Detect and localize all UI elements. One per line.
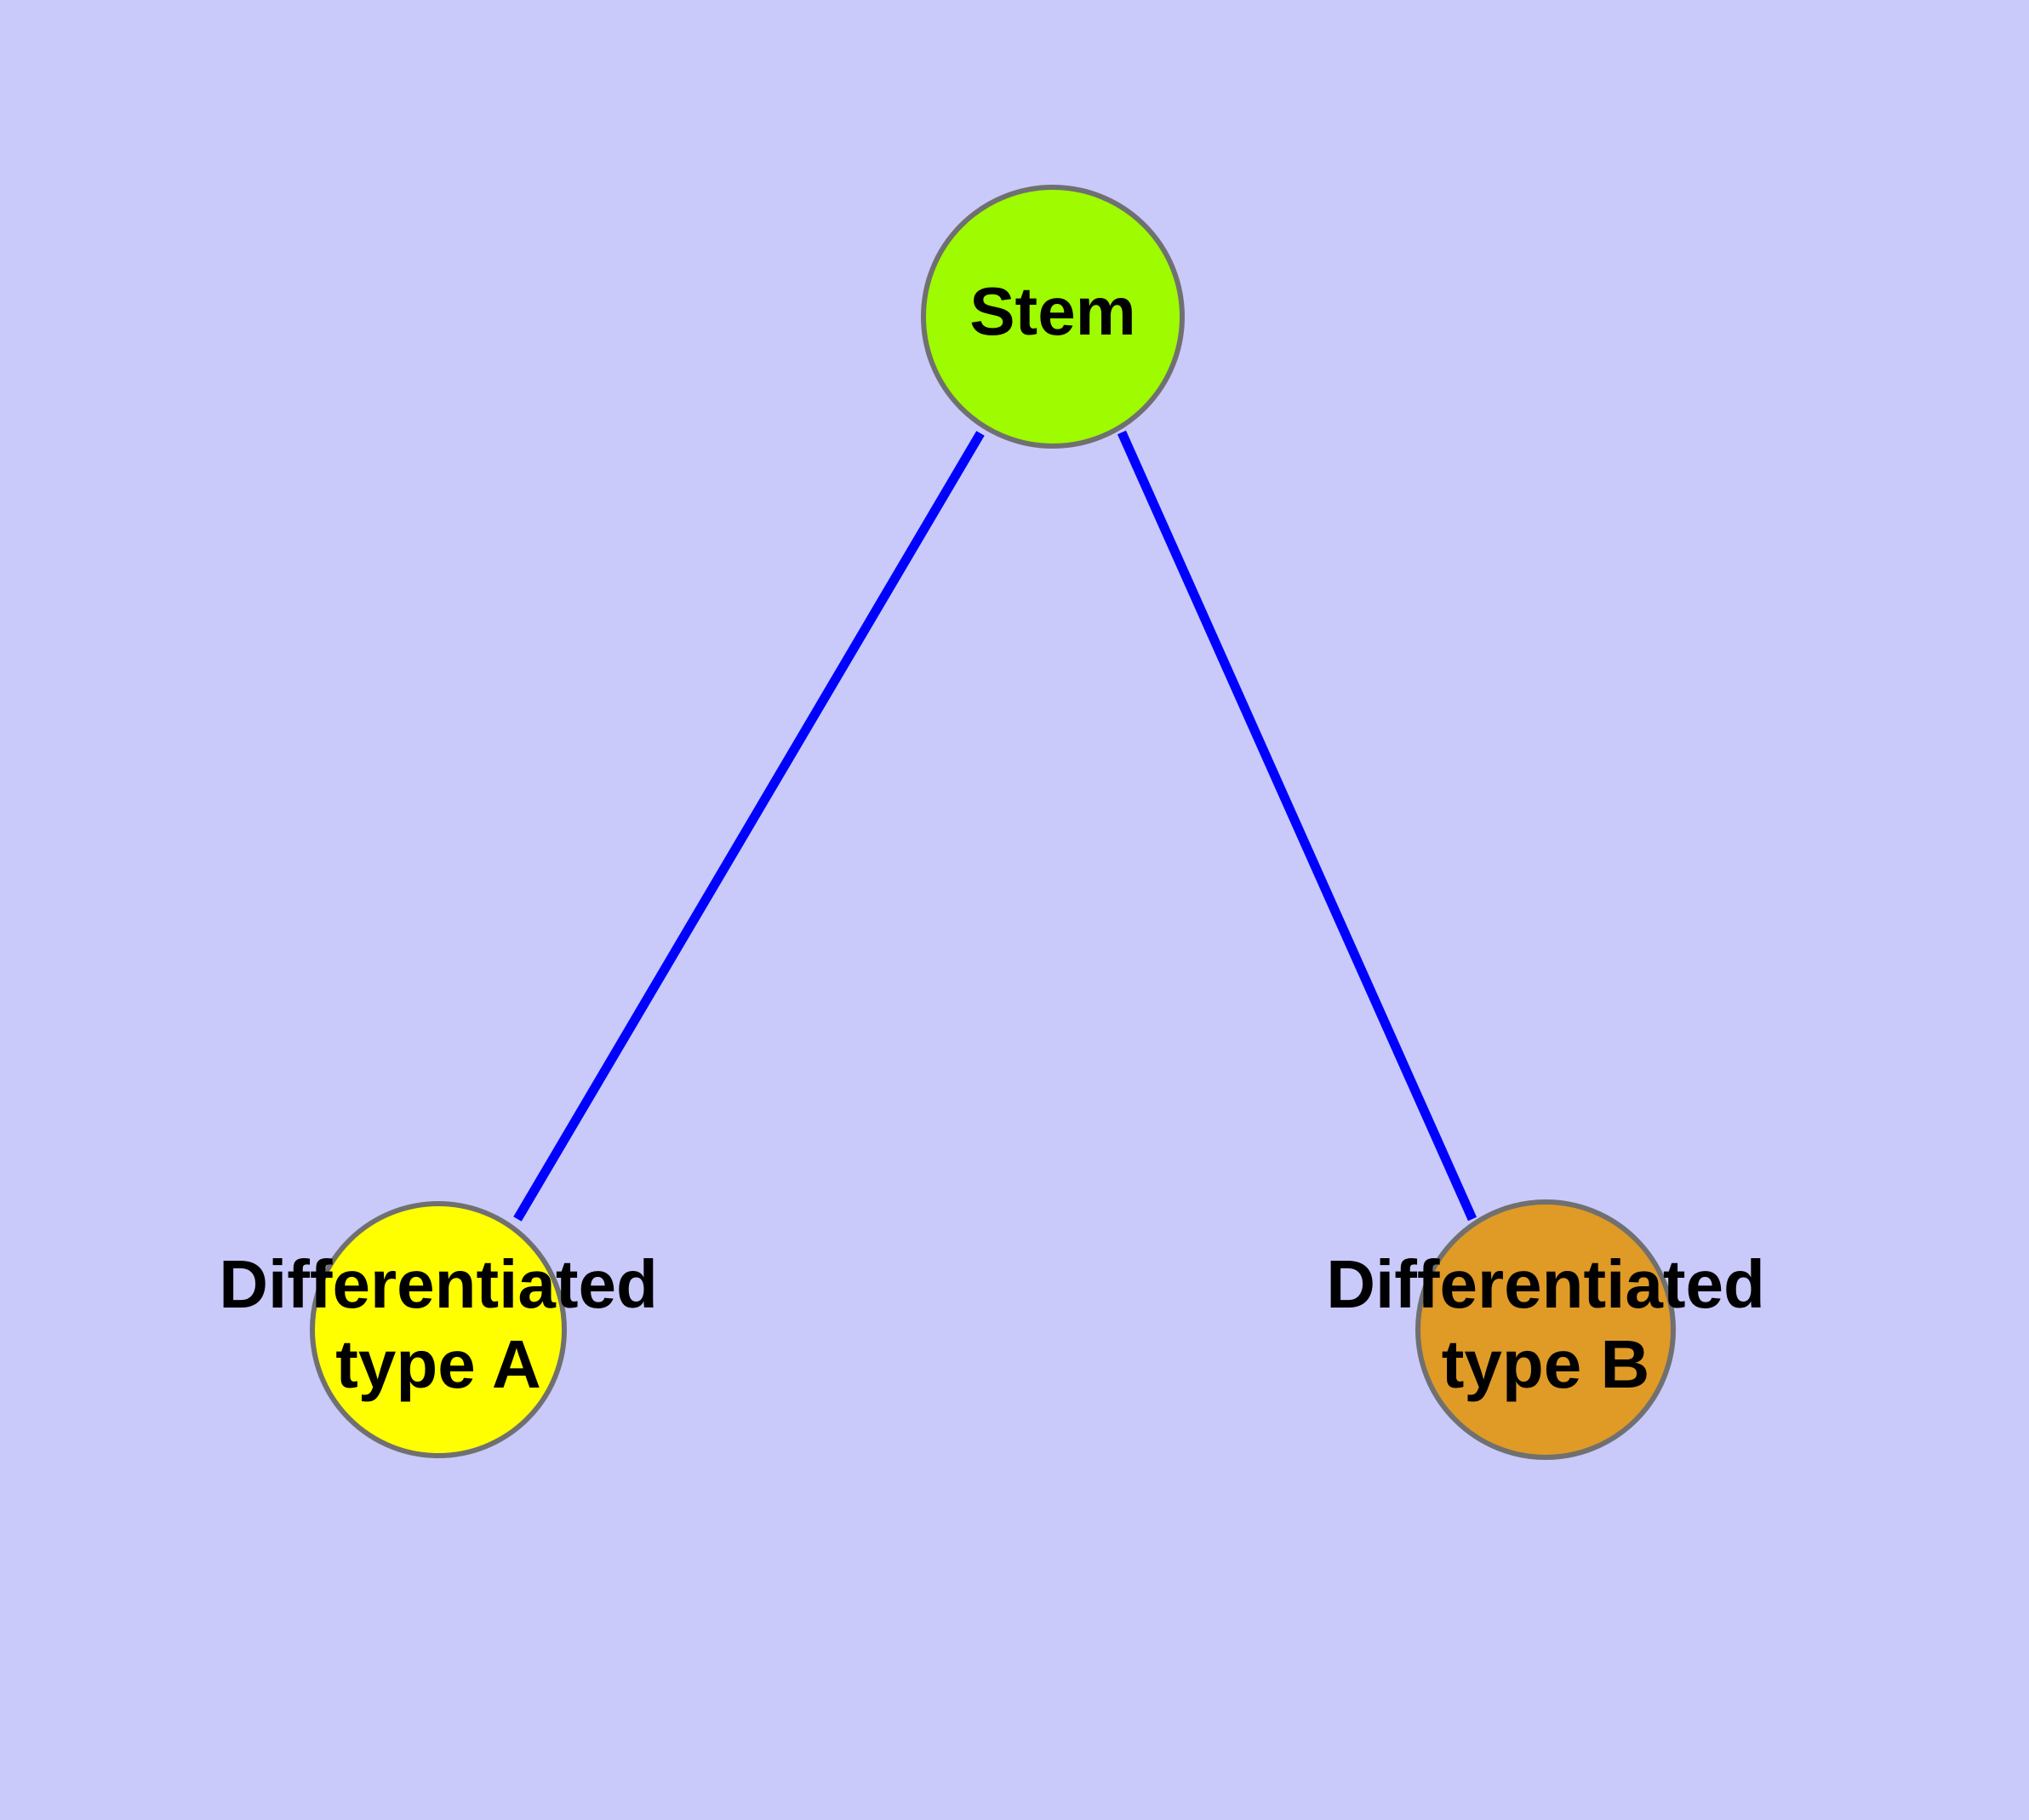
- edge-stem-diff-a[interactable]: [513, 431, 985, 1222]
- edges-layer: [513, 430, 1477, 1222]
- node-diff_a[interactable]: [310, 1201, 567, 1458]
- node-label-line: Differentiated: [1326, 1246, 1765, 1322]
- edge-stem-diff-b[interactable]: [1117, 430, 1477, 1222]
- node-label-line: Stem: [969, 273, 1136, 349]
- nodes-layer: [310, 185, 1676, 1460]
- node-label-line: type A: [335, 1326, 541, 1402]
- node-label-line: type B: [1442, 1326, 1650, 1402]
- node-label-stem: Stem: [969, 273, 1136, 349]
- node-diff_b[interactable]: [1415, 1199, 1676, 1460]
- node-stem[interactable]: [921, 185, 1185, 449]
- node-label-line: Differentiated: [219, 1246, 658, 1322]
